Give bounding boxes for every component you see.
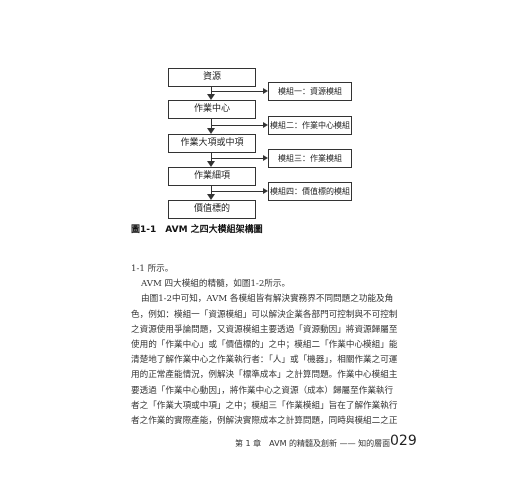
box-module-1: 模組一：資源模組 [268,82,352,101]
module-connector [211,191,263,192]
module-connector [211,125,263,126]
box-activity-center: 作業中心 [168,100,256,119]
box-module-3: 模組三：作業模組 [268,149,352,168]
box-module-2: 模組二：作業中心模組 [268,116,352,135]
body-line: 由圖1-2中可知，AVM 各模組皆有解決實務界不同問題之功能及角 [141,294,394,305]
connector-line [211,119,212,128]
body-line: AVM 四大模組的精髓，如圖1-2所示。 [141,279,291,290]
body-line: 要透過「作業中心動因」，將作業中心之資源（成本）歸屬至作業執行 [131,385,394,396]
connector-line [211,186,212,194]
body-line: 者之「作業大項或中項」之中；模組三「作業模組」旨在了解作業執行 [131,400,398,411]
body-line: 者之作業的實際產能，例解決實際成本之計算問題，同時與模組二之正 [131,416,398,427]
avm-architecture-diagram: 資源 作業中心 作業大項或中項 作業細項 價值標的 模組一：資源模組 模組二：作… [0,0,520,230]
body-line: 用的正常產能情況，例解決「標準成本」之計算問題。作業中心模組主 [131,370,398,381]
right-arrow-icon [263,155,268,161]
body-line: 之資源使用爭論問題，又資源模組主要透過「資源動因」將資源歸屬至 [131,324,398,335]
right-arrow-icon [263,88,268,94]
body-line: 色，例如：模組一「資源模組」可以解決企業各部門可控制與不可控制 [131,309,398,320]
body-line: 清楚地了解作業中心之作業執行者：「人」或「機器」，相關作業之可運 [131,355,398,366]
down-arrow-icon [207,128,215,134]
down-arrow-icon [207,194,215,200]
down-arrow-icon [207,94,215,100]
module-connector [211,91,263,92]
box-value-target: 價值標的 [168,200,256,219]
box-activity-major: 作業大項或中項 [168,134,256,153]
module-connector [211,158,263,159]
body-text: 1-1 所示。 AVM 四大模組的精髓，如圖1-2所示。 由圖1-2中可知，AV… [131,262,398,429]
box-module-4: 模組四：價值標的模組 [268,182,352,201]
box-resource: 資源 [168,68,256,87]
body-line: 使用的「作業中心」或「價值標的」之中；模組二「作業中心模組」能 [131,340,398,351]
body-line: 1-1 所示。 [131,264,174,274]
down-arrow-icon [207,161,215,167]
connector-line [211,153,212,161]
page-number: 029 [390,433,417,449]
running-footer: 第 1 章 AVM 的精髓及創新 —— 知的層面 [235,439,391,448]
figure-caption: 圖1-1 AVM 之四大模組架構圖 [131,225,263,235]
box-activity-detail: 作業細項 [168,167,256,186]
connector-line [211,87,212,94]
right-arrow-icon [263,122,268,128]
right-arrow-icon [263,188,268,194]
